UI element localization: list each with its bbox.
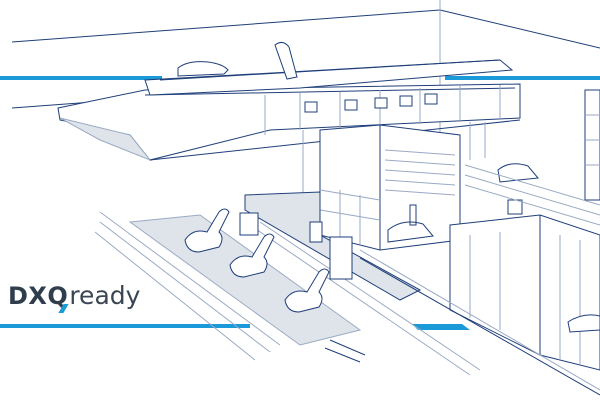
accent-stripes — [0, 76, 600, 330]
dxq-ready-logo: DXQ ready — [8, 281, 141, 313]
logo-suffix: ready — [69, 281, 141, 310]
logo-brand: DXQ — [8, 282, 69, 313]
